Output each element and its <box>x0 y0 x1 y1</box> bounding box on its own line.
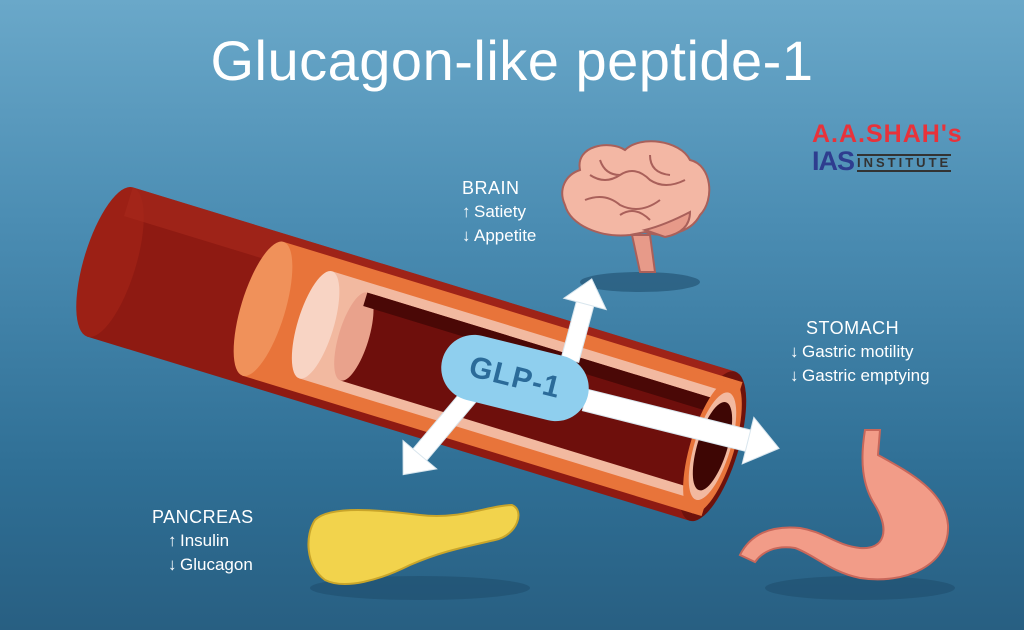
page-title: Glucagon-like peptide-1 <box>210 29 814 92</box>
effect-text: Appetite <box>474 226 537 245</box>
stomach-icon <box>738 429 950 581</box>
arrow-to-stomach-icon <box>581 388 780 465</box>
logo-ias: IAS <box>812 146 855 176</box>
stomach-heading: STOMACH <box>806 318 900 338</box>
blood-vessel-icon <box>76 187 747 522</box>
stomach-label: STOMACH ↓Gastric motility ↓Gastric empty… <box>790 316 930 388</box>
pancreas-label: PANCREAS ↑Insulin ↓Glucagon <box>152 505 254 577</box>
stomach-effect: ↓Gastric emptying <box>790 364 930 388</box>
brain-effect: ↑Satiety <box>462 200 536 224</box>
down-arrow-icon: ↓ <box>462 226 471 245</box>
up-arrow-icon: ↑ <box>462 202 471 221</box>
logo: A.A.SHAH's IAS INSTITUTE <box>812 120 982 176</box>
arrow-to-pancreas-icon <box>402 388 478 476</box>
up-arrow-icon: ↑ <box>168 531 177 550</box>
stomach-shadow <box>765 576 955 600</box>
effect-text: Satiety <box>474 202 526 221</box>
down-arrow-icon: ↓ <box>790 342 799 361</box>
logo-institute: INSTITUTE <box>857 154 952 172</box>
brain-label: BRAIN ↑Satiety ↓Appetite <box>462 176 536 248</box>
brain-shadow <box>580 272 700 292</box>
pancreas-effect: ↑Insulin <box>168 529 254 553</box>
effect-text: Gastric emptying <box>802 366 930 385</box>
stomach-effect: ↓Gastric motility <box>790 340 930 364</box>
brain-heading: BRAIN <box>462 178 520 198</box>
arrows <box>402 278 780 476</box>
logo-name: A.A.SHAH's <box>812 120 963 148</box>
down-arrow-icon: ↓ <box>168 555 177 574</box>
effect-text: Glucagon <box>180 555 253 574</box>
down-arrow-icon: ↓ <box>790 366 799 385</box>
pancreas-effect: ↓Glucagon <box>168 553 254 577</box>
pancreas-icon <box>307 503 520 586</box>
effect-text: Insulin <box>180 531 230 550</box>
pancreas-heading: PANCREAS <box>152 507 254 527</box>
effect-text: Gastric motility <box>802 342 914 361</box>
brain-icon <box>561 140 711 273</box>
brain-effect: ↓Appetite <box>462 224 536 248</box>
